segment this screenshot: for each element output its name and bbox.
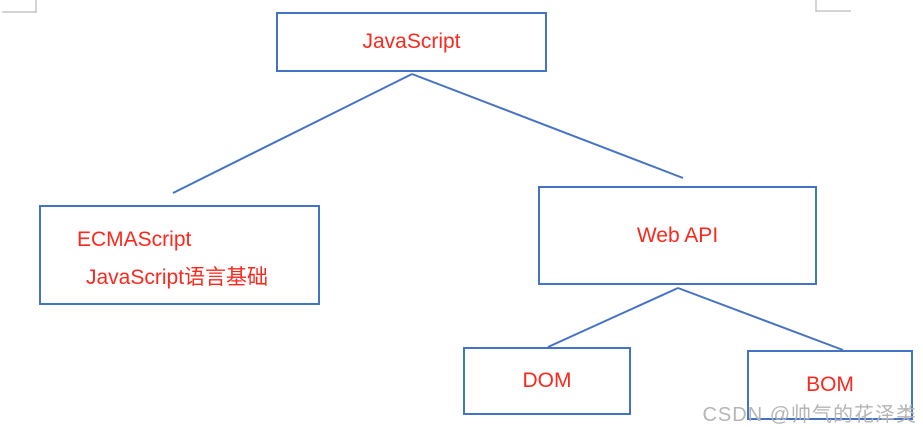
edge-webapi-to-dom[interactable] bbox=[547, 287, 679, 348]
edge-javascript-to-webapi[interactable] bbox=[411, 73, 684, 179]
node-ecmascript-label: ECMAScript bbox=[77, 228, 192, 251]
node-dom-label: DOM bbox=[522, 369, 572, 392]
csdn-watermark: CSDN @帅气的花泽类 bbox=[702, 404, 917, 426]
node-webapi-label: Web API bbox=[636, 223, 719, 247]
diagram-node-webapi[interactable]: Web API bbox=[538, 186, 817, 285]
diagram-node-javascript[interactable]: JavaScript bbox=[276, 12, 547, 72]
node-ecmascript-sublabel: JavaScript语言基础 bbox=[86, 266, 269, 289]
diagram-node-dom[interactable]: DOM bbox=[463, 347, 631, 415]
edge-javascript-to-ecmascript[interactable] bbox=[172, 73, 413, 194]
corner-mark-top-right bbox=[815, 0, 851, 12]
diagram-node-ecmascript[interactable]: ECMAScript JavaScript语言基础 bbox=[39, 205, 320, 305]
edge-webapi-to-bom[interactable] bbox=[677, 287, 844, 351]
node-javascript-label: JavaScript bbox=[362, 30, 461, 53]
node-bom-label: BOM bbox=[806, 373, 854, 396]
diagram-node-bom[interactable]: BOM bbox=[747, 350, 913, 420]
corner-mark-top-left bbox=[2, 0, 37, 13]
